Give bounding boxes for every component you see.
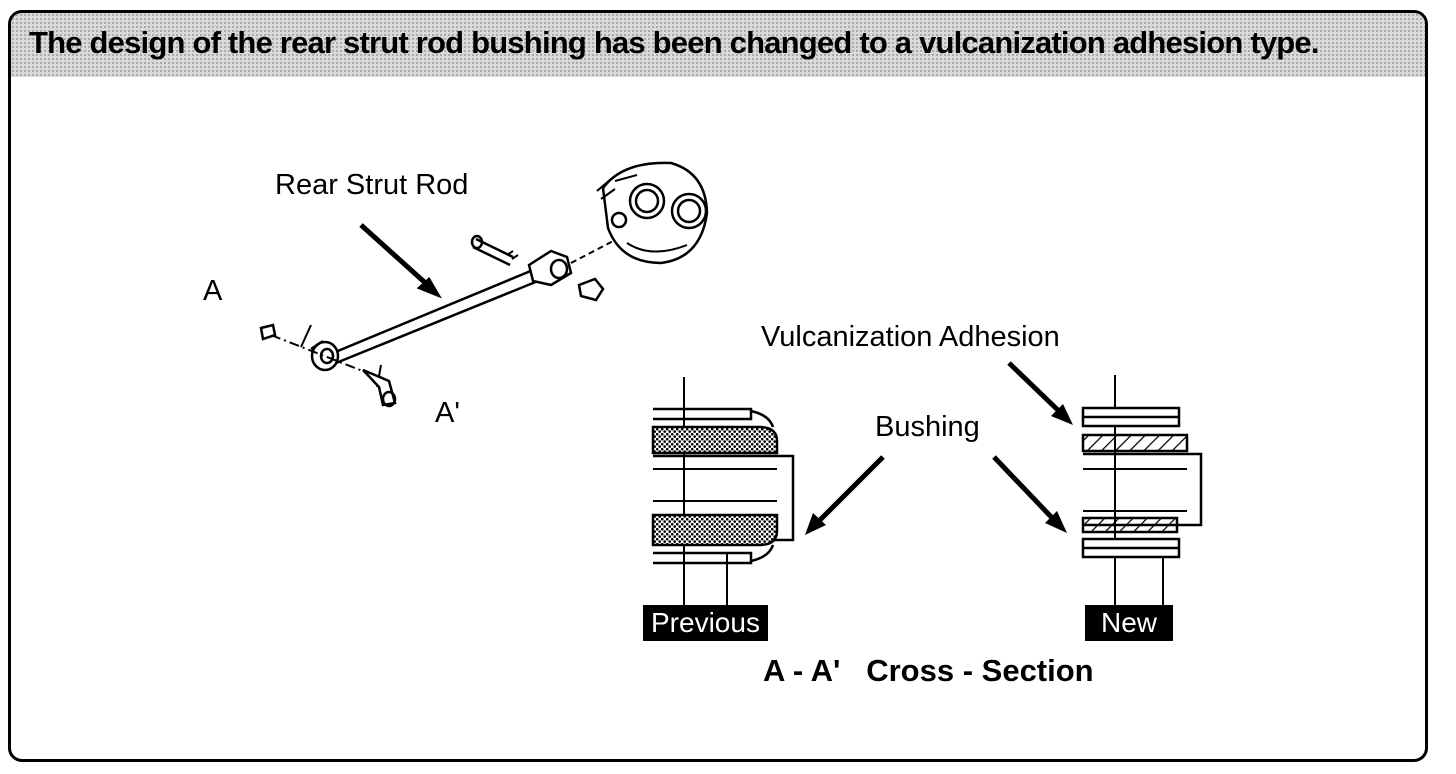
previous-tag: Previous	[643, 605, 768, 641]
callout-arrows	[805, 361, 1073, 535]
page-title: The design of the rear strut rod bushing…	[29, 25, 1319, 60]
rear-strut-rod-label: Rear Strut Rod	[275, 169, 469, 201]
section-a-prime-label: A'	[435, 397, 460, 429]
title-band	[11, 13, 1425, 77]
vulcanization-adhesion-label: Vulcanization Adhesion	[761, 321, 1060, 353]
diagram-frame: The design of the rear strut rod bushing…	[8, 10, 1428, 762]
bushing-label: Bushing	[875, 411, 980, 443]
strut-rod	[259, 161, 709, 408]
strut-rod-illustration	[259, 161, 1203, 613]
cross-section-caption: A - A' Cross - Section	[763, 653, 1094, 688]
new-tag: New	[1085, 605, 1174, 641]
new-cross-section	[1081, 375, 1203, 613]
previous-cross-section	[651, 377, 795, 613]
section-a-label: A	[203, 275, 223, 307]
